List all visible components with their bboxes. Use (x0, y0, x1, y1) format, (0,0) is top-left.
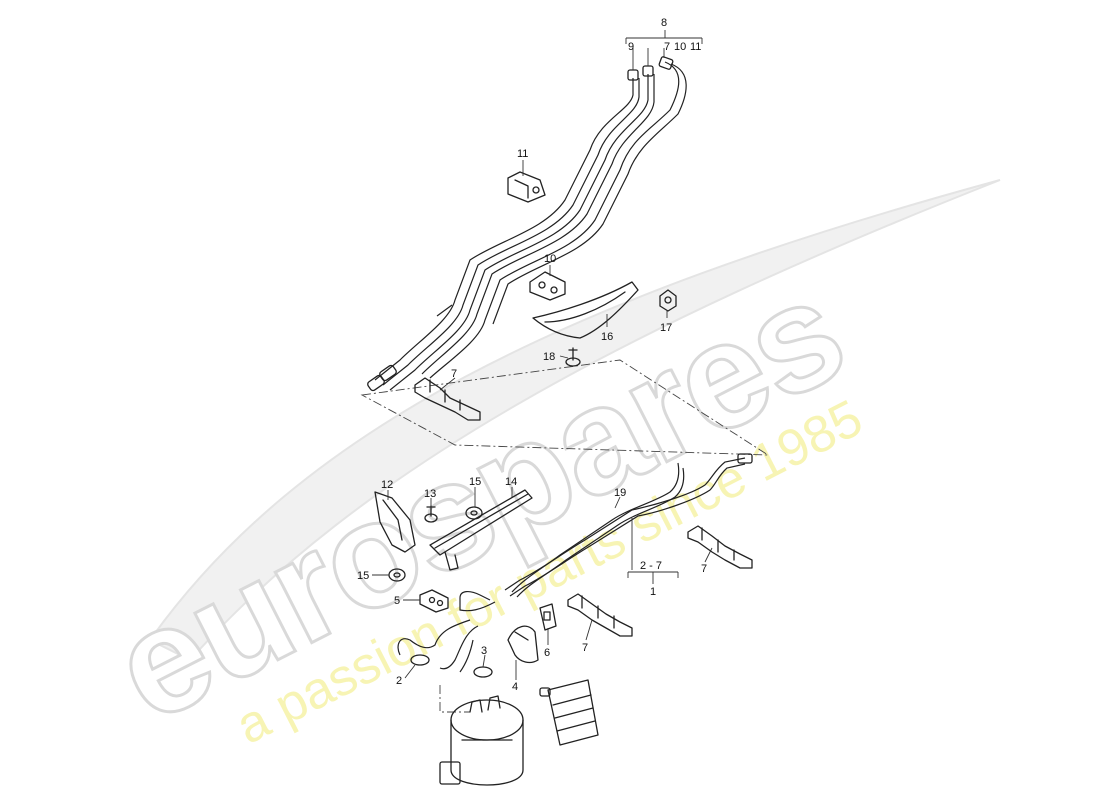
part-4-clip (507, 625, 539, 664)
part-17-nut (659, 289, 677, 312)
callout-13: 13 (424, 488, 436, 500)
part-7-bracket-upper (414, 377, 481, 421)
callout-11: 11 (517, 148, 528, 160)
part-7-bracket-right (687, 525, 753, 569)
fuel-filter (439, 695, 524, 786)
watermark-swoosh (148, 179, 1001, 662)
callout-7-right: 7 (701, 563, 707, 575)
callout-5: 5 (394, 595, 400, 607)
callout-7-lower: 7 (582, 642, 588, 654)
callout-4: 4 (512, 681, 518, 693)
callout-6: 6 (544, 647, 550, 659)
callout-14: 14 (505, 476, 517, 488)
part-14-long-bracket (429, 489, 533, 571)
callout-2: 2 (396, 675, 402, 687)
callout-9: 9 (628, 41, 634, 53)
part-16-bracket (532, 281, 639, 339)
pipe-bundle-lower (397, 453, 753, 673)
callout-15-upper: 15 (469, 476, 481, 488)
callout-7-top: 7 (664, 41, 670, 53)
part-15-grommet-upper (465, 506, 483, 520)
callout-15-lower: 15 (357, 570, 369, 582)
callout-8: 8 (661, 17, 667, 29)
callout-7-upper: 7 (451, 368, 457, 380)
callout-10: 10 (544, 253, 556, 265)
pipe-bundle-upper (367, 56, 687, 392)
part-12-heat-shield (374, 491, 416, 553)
group-outline (360, 359, 770, 456)
watermark: eurospares a passion for parts since 198… (87, 179, 1001, 756)
callout-17: 17 (660, 322, 672, 334)
part-18-bolt (565, 347, 581, 367)
part-7-bracket-lower (567, 593, 633, 637)
part-2-clamp (410, 654, 430, 666)
callout-11-top: 11 (690, 41, 701, 53)
leader-lines (372, 30, 713, 680)
part-10-clip (529, 271, 566, 301)
part-3-clamp (473, 666, 493, 678)
callout-16: 16 (601, 331, 613, 343)
callout-3: 3 (481, 645, 487, 657)
callout-19: 19 (614, 487, 626, 499)
group-outline-lead (439, 685, 470, 713)
callout-2-7: 2 - 7 (640, 560, 662, 572)
callout-labels: 8 9 7 10 11 11 10 16 17 18 7 12 13 15 14… (357, 17, 707, 693)
callout-12: 12 (381, 479, 393, 491)
part-5-clip (419, 589, 449, 613)
callout-1: 1 (650, 586, 656, 598)
part-6-clip (539, 603, 557, 631)
part-11-clip (507, 171, 546, 203)
callout-10-top: 10 (674, 41, 686, 53)
fuel-cooler (539, 679, 599, 746)
callout-18: 18 (543, 351, 555, 363)
